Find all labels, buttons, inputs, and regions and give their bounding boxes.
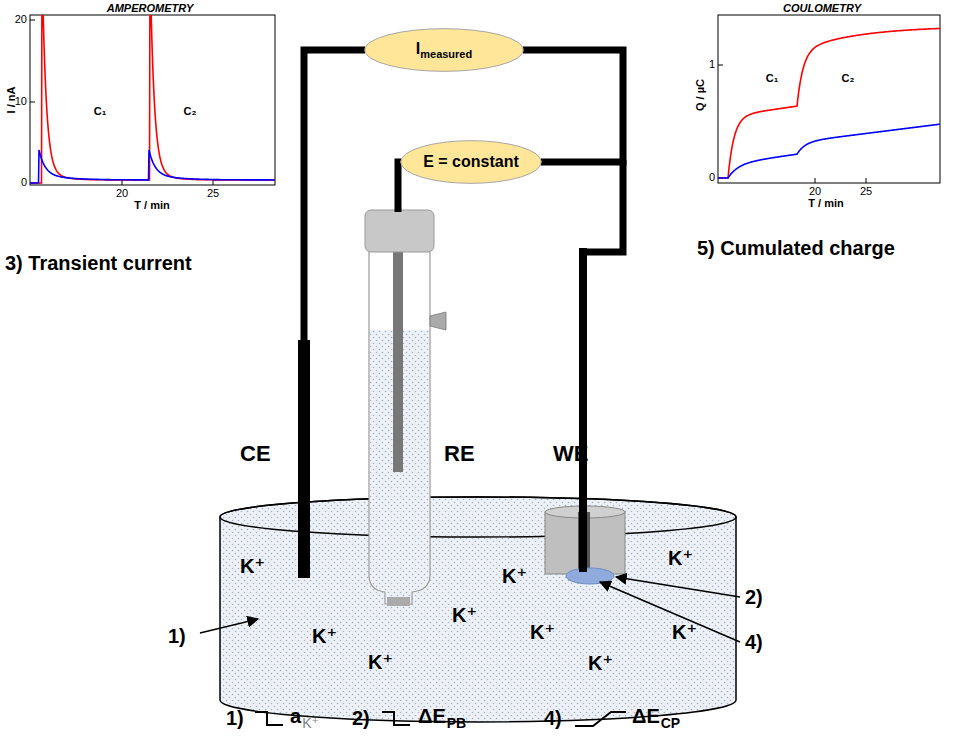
tick-label: 20 <box>809 186 821 197</box>
electrode-label: WE <box>553 443 588 465</box>
tick-label: 1 <box>709 59 715 70</box>
tick-label: 10 <box>15 96 27 107</box>
callout-number: 1) <box>168 626 186 646</box>
ion-label: K⁺ <box>530 622 555 642</box>
potential-symbol: ΔE <box>632 706 660 726</box>
ion-label: K⁺ <box>502 566 527 586</box>
potential-symbol: ΔE <box>418 706 446 726</box>
curve-label: C₁ <box>766 73 779 84</box>
electrode-label: CE <box>240 443 271 465</box>
beaker <box>220 497 736 722</box>
measurement-ellipse: Imeasured <box>364 28 524 72</box>
ion-label: K⁺ <box>312 626 337 646</box>
counter-electrode-wire <box>304 50 365 345</box>
ellipse-shape <box>365 29 523 72</box>
ion-label: K⁺ <box>452 605 477 625</box>
curve-label: C₂ <box>842 73 855 84</box>
working-electrode <box>545 160 625 584</box>
axis-label: T / min <box>134 200 169 211</box>
callout-number: 4) <box>745 632 763 652</box>
ion-label: K⁺ <box>672 622 697 642</box>
callout-number: 2) <box>352 708 370 728</box>
callout-leader <box>200 577 740 642</box>
callout-number: 2) <box>745 587 763 607</box>
axis-label: T / min <box>808 198 843 209</box>
ellipse-shape <box>401 141 542 184</box>
connector-wire <box>523 50 623 162</box>
panel-caption: 3) Transient current <box>5 253 192 273</box>
node-text: E = constant <box>423 153 519 170</box>
current-curve <box>30 15 275 183</box>
axis-label: Q / µC <box>695 79 706 111</box>
tick-label: 0 <box>709 172 715 183</box>
callout-number: 4) <box>544 708 562 728</box>
coulometry-chart <box>718 15 940 183</box>
ion-label: K⁺ <box>240 556 265 576</box>
reference-electrode-wire <box>398 162 401 212</box>
ellipse-text: E = constant <box>423 153 519 171</box>
electrode-label: RE <box>444 443 475 465</box>
tick-label: 0 <box>21 177 27 188</box>
subscript: K⁺ <box>302 716 319 730</box>
axis-label: I / nA <box>6 87 17 114</box>
chart-title: AMPEROMETRY <box>107 3 194 14</box>
ion-label: K⁺ <box>368 652 393 672</box>
ellipse-text: Imeasured <box>416 40 472 60</box>
control-ellipse: E = constant <box>400 140 542 184</box>
subscript: PB <box>447 716 466 730</box>
tick-label: 25 <box>207 188 219 199</box>
activity-symbol: a <box>290 706 301 726</box>
panel-caption: 5) Cumulated charge <box>697 238 895 258</box>
curve-label: C₂ <box>184 106 197 117</box>
subscript: CP <box>661 716 680 730</box>
tick-label: 20 <box>15 14 27 25</box>
subscript: measured <box>420 48 472 60</box>
amperometry-chart <box>30 0 275 185</box>
charge-curve <box>718 28 940 178</box>
curve-label: C₁ <box>94 106 107 117</box>
node-text: I <box>416 40 420 57</box>
current-curve <box>30 150 275 183</box>
ion-label: K⁺ <box>588 653 613 673</box>
counter-electrode <box>298 340 310 578</box>
tick-label: 20 <box>116 188 128 199</box>
reference-electrode <box>365 210 446 606</box>
chart-title: COULOMETRY <box>783 3 861 14</box>
charge-curve <box>718 124 940 178</box>
ion-label: K⁺ <box>668 548 693 568</box>
callout-number: 1) <box>226 708 244 728</box>
tick-label: 25 <box>860 186 872 197</box>
